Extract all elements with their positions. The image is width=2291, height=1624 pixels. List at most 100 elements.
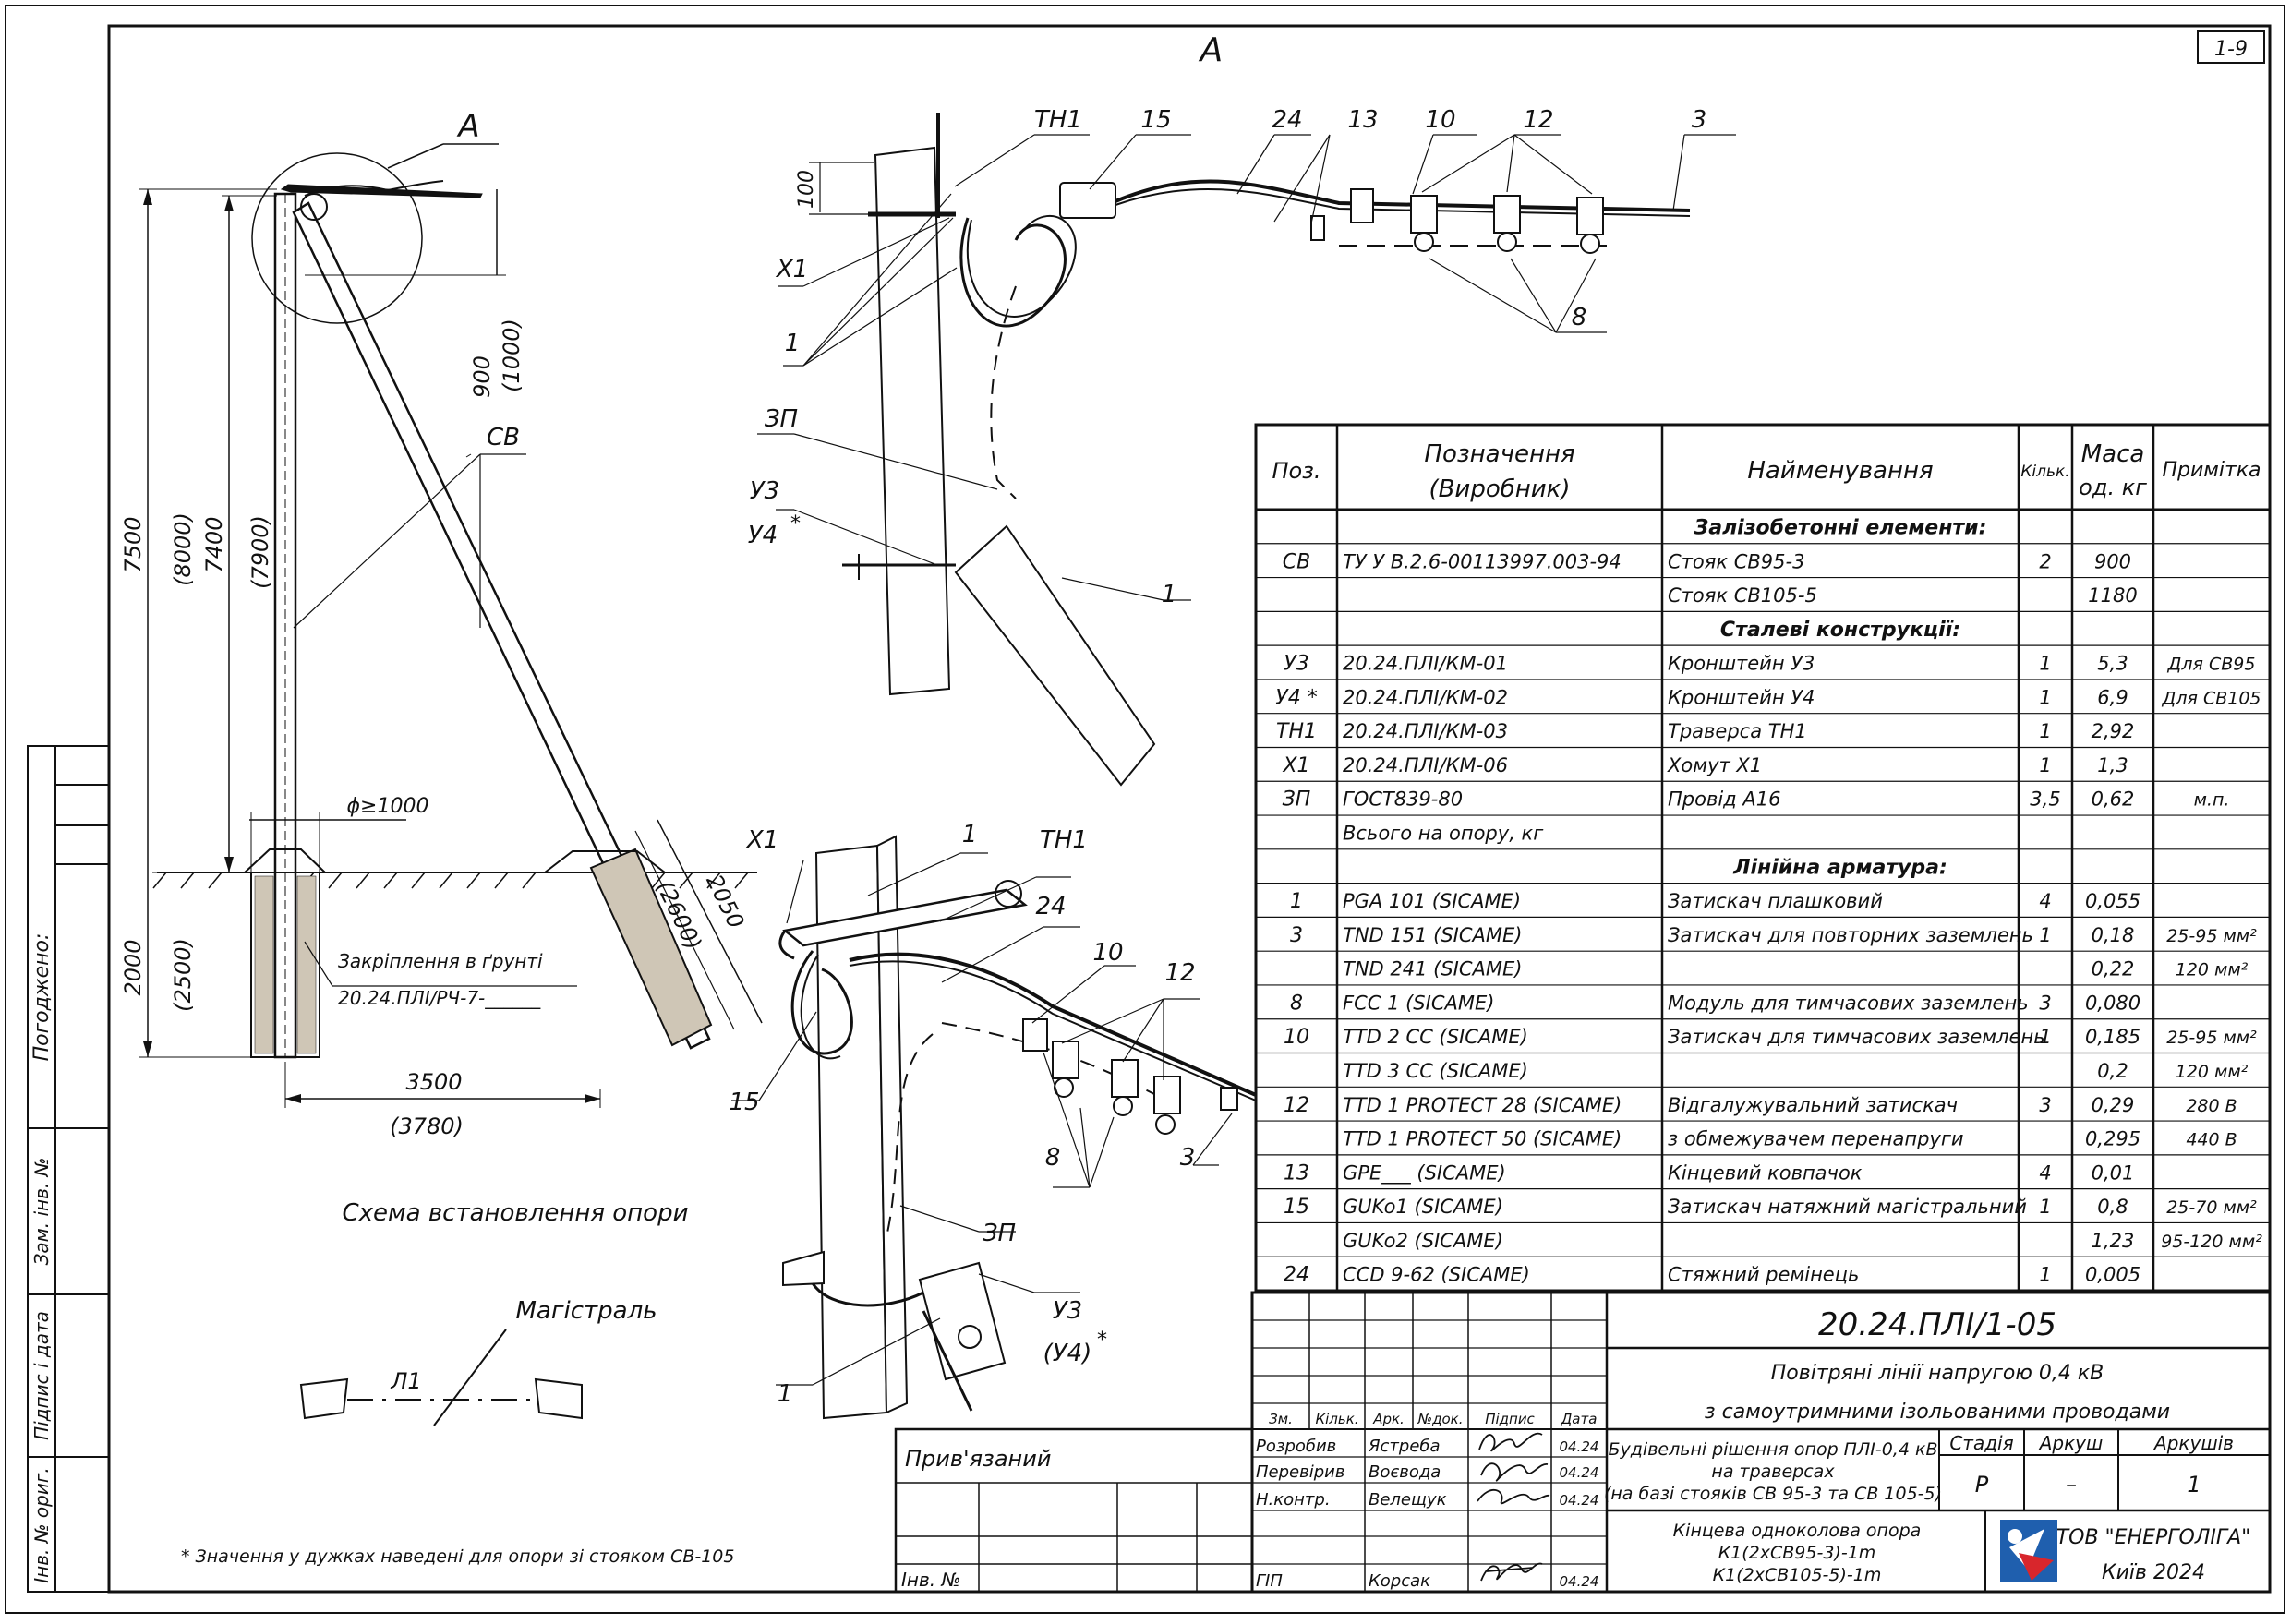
spec-cell-des: TND 151 (SICAME) xyxy=(1343,924,1522,946)
spec-cell-note: м.п. xyxy=(2194,790,2230,811)
person-role-0: Розробив xyxy=(1256,1437,1336,1456)
spec-cell-pos: 1 xyxy=(1290,890,1303,913)
spec-cell-qty: 1 xyxy=(2039,686,2051,708)
person-name-1: Воєвода xyxy=(1369,1462,1441,1482)
th-qty: Кільк. xyxy=(2020,463,2069,481)
section-line-2: на траверсах xyxy=(1711,1462,1835,1482)
spec-cell-qty: 1 xyxy=(2039,653,2051,675)
spec-cell-mass: 0,005 xyxy=(2085,1264,2140,1286)
spec-cell-mass: 900 xyxy=(2094,550,2131,572)
spec-cell-mass: 1,23 xyxy=(2092,1230,2135,1252)
section-line-1: Будівельні рішення опор ПЛІ-0,4 кВ xyxy=(1609,1439,1938,1460)
top-label-8: 8 xyxy=(1572,304,1587,331)
spec-cell-mass: 2,92 xyxy=(2092,720,2135,742)
view-label: A xyxy=(1199,31,1224,69)
spec-cell-mass: 0,185 xyxy=(2085,1026,2140,1048)
bottom-label-1: 1 xyxy=(962,821,978,848)
stamp-sign-date: Підпис і дата xyxy=(30,1311,53,1440)
spec-cell-note: 25-95 мм² xyxy=(2166,1028,2257,1048)
spec-cell-name: Відгалужувальний затискач xyxy=(1668,1094,1958,1116)
top-label-zp: ЗП xyxy=(765,405,798,433)
spec-cell-mass: 0,8 xyxy=(2097,1196,2128,1218)
col-head-date: Дата xyxy=(1561,1411,1598,1427)
pole-label-cb: CB xyxy=(487,424,520,451)
spec-cell-pos: 3 xyxy=(1290,924,1303,947)
person-role-1: Перевірив xyxy=(1256,1462,1344,1482)
spec-cell-qty: 3,5 xyxy=(2030,788,2060,811)
spec-cell-qty: 3 xyxy=(2039,1094,2051,1116)
spec-cell-name: Кінцевий ковпачок xyxy=(1668,1161,1863,1184)
bottom-label-15: 15 xyxy=(729,1089,759,1116)
callout-a: A xyxy=(456,108,479,145)
spec-cell-name: Затискач плашковий xyxy=(1668,890,1883,912)
sheet-head: Аркуш xyxy=(2038,1432,2104,1454)
pole-installation-schema xyxy=(139,143,763,1108)
dim-7400: 7400 xyxy=(201,516,227,572)
section-line-3: (на базі стояків СВ 95-3 та СВ 105-5) xyxy=(1604,1484,1942,1504)
dim-7500: 7500 xyxy=(120,516,146,572)
person-name-0: Ястреба xyxy=(1368,1437,1441,1456)
top-label-1b: 1 xyxy=(1162,581,1177,608)
spec-cell-pos: Х1 xyxy=(1282,754,1309,777)
spec-cell-pos: 10 xyxy=(1284,1026,1309,1049)
stage-head: Стадія xyxy=(1949,1432,2013,1454)
spec-cell-des: GPE___ (SICAME) xyxy=(1343,1161,1506,1185)
person-name-2: Велещук xyxy=(1369,1490,1447,1510)
doc-code: 20.24.ПЛІ/1-05 xyxy=(1818,1306,2056,1343)
spec-cell-pos: 8 xyxy=(1290,992,1303,1015)
spec-cell-des: 20.24.ПЛІ/КМ-02 xyxy=(1343,686,1508,708)
drawing-line-3: К1(2хСВ105-5)-1m xyxy=(1713,1565,1882,1585)
dim-2000: 2000 xyxy=(120,939,146,995)
spec-cell-pos: У3 xyxy=(1284,653,1308,676)
dim-8000: (8000) xyxy=(170,512,196,586)
top-label-3: 3 xyxy=(1692,106,1707,134)
top-label-13: 13 xyxy=(1347,106,1378,134)
title-people: Розробив Ястреба 04.24 Перевірив Воєвода… xyxy=(1256,1437,1598,1591)
sheet-value: – xyxy=(2066,1472,2077,1498)
bottom-label-24: 24 xyxy=(1035,893,1066,920)
person-date-1: 04.24 xyxy=(1560,1464,1599,1481)
spec-cell-note: 280 В xyxy=(2186,1096,2237,1116)
spec-cell-note: 440 В xyxy=(2186,1130,2237,1150)
bottom-label-3: 3 xyxy=(1180,1144,1196,1172)
person-date-2: 04.24 xyxy=(1560,1492,1599,1509)
spec-cell-name: Модуль для тимчасових заземлень xyxy=(1668,992,2029,1014)
spec-cell-mass: 0,18 xyxy=(2092,924,2135,946)
spec-cell-mass: 6,9 xyxy=(2097,686,2128,708)
top-label-u4: У4 xyxy=(748,522,778,549)
spec-table-grid xyxy=(1254,423,2272,1293)
th-designation-2: (Виробник) xyxy=(1429,475,1570,503)
bottom-label-th1: ТН1 xyxy=(1040,826,1088,854)
bottom-label-10: 10 xyxy=(1092,939,1123,967)
bottom-label-x1: Х1 xyxy=(745,826,778,854)
spec-cell-des: TTD 3 CC (SICAME) xyxy=(1343,1060,1528,1082)
spec-cell-name: Провід А16 xyxy=(1668,788,1780,811)
top-label-th1: ТН1 xyxy=(1034,106,1082,134)
l1-label: Л1 xyxy=(390,1368,421,1394)
footnote: * Значення у дужках наведені для опори з… xyxy=(181,1546,734,1567)
spec-cell-des: TTD 1 PROTECT 28 (SICAME) xyxy=(1343,1094,1622,1116)
th-mass-2: од. кг xyxy=(2079,475,2147,500)
spec-cell-name: Залізобетонні елементи: xyxy=(1694,516,1987,539)
spec-cell-mass: 0,295 xyxy=(2085,1128,2140,1150)
sheets-value: 1 xyxy=(2187,1472,2201,1498)
dim-3780: (3780) xyxy=(390,1113,464,1139)
spec-cell-qty: 1 xyxy=(2039,754,2051,776)
dim-900: 900 xyxy=(469,355,495,398)
spec-cell-pos: 15 xyxy=(1284,1196,1309,1219)
spec-cell-des: Всього на опору, кг xyxy=(1343,823,1544,845)
bottom-label-8: 8 xyxy=(1045,1144,1061,1172)
magistral-symbol xyxy=(299,1329,583,1426)
col-head-sign: Підпис xyxy=(1485,1411,1535,1427)
spec-cell-qty: 3 xyxy=(2039,992,2051,1014)
spec-cell-name: Кронштейн У4 xyxy=(1668,686,1815,708)
spec-cell-mass: 5,3 xyxy=(2097,653,2128,675)
dim-phi: ϕ≥1000 xyxy=(347,795,429,818)
spec-cell-des: CCD 9-62 (SICAME) xyxy=(1343,1264,1530,1286)
dim-1000: (1000) xyxy=(499,319,525,392)
dim-3500: 3500 xyxy=(405,1069,462,1095)
spec-cell-des: TTD 2 CC (SICAME) xyxy=(1343,1026,1528,1048)
stamp-agreed: Погоджено: xyxy=(30,933,54,1062)
spec-cell-pos: У4 * xyxy=(1275,686,1317,709)
company-name: ТОВ "ЕНЕРГОЛІГА" xyxy=(2056,1526,2251,1549)
